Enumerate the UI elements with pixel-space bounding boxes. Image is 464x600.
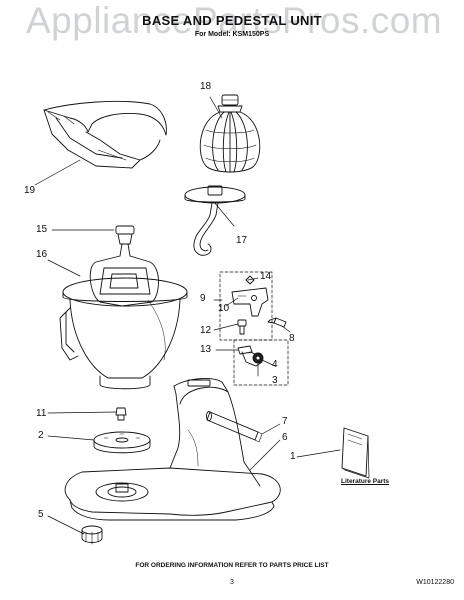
page-subtitle: For Model: KSM150PS [194, 31, 270, 38]
callout-3: 3 [272, 375, 278, 386]
callout-6: 6 [282, 432, 288, 443]
callout-10: 10 [218, 303, 230, 314]
callout-2: 2 [38, 430, 44, 441]
foot-part [81, 525, 103, 545]
ordering-info-footer: FOR ORDERING INFORMATION REFER TO PARTS … [135, 562, 329, 569]
page-title: BASE AND PEDESTAL UNIT [142, 13, 322, 28]
callout-8: 8 [289, 333, 295, 344]
callout-15: 15 [36, 224, 48, 235]
leader-lines [34, 96, 341, 535]
callout-1: 1 [290, 451, 296, 462]
callout-5: 5 [38, 509, 44, 520]
bowl-lift-assembly [233, 339, 289, 386]
screw-part [237, 319, 247, 335]
pin-part [267, 317, 287, 328]
callout-16: 16 [36, 249, 48, 260]
hinge-pin-part [206, 411, 263, 443]
pedestal-base-part [64, 378, 281, 521]
callout-11: 11 [36, 408, 47, 419]
callout-12: 12 [200, 325, 212, 336]
clamping-plate-part [93, 431, 151, 454]
wire-whip-part [199, 94, 261, 173]
callout-17: 17 [236, 235, 248, 246]
literature-label: Literature Parts [341, 478, 390, 485]
callout-18: 18 [200, 81, 212, 92]
callout-9: 9 [200, 293, 206, 304]
spacer-part [115, 407, 127, 421]
mixing-bowl-part [59, 277, 188, 390]
callout-7: 7 [282, 416, 288, 427]
document-number: W10122280 [416, 579, 454, 586]
callout-4: 4 [272, 359, 278, 370]
callout-14: 14 [260, 271, 272, 282]
pouring-shield-part [43, 100, 167, 169]
callout-13: 13 [200, 344, 212, 355]
page-number: 3 [230, 579, 234, 586]
flat-beater-part [89, 225, 159, 307]
literature-part [341, 427, 370, 479]
callout-19: 19 [24, 185, 36, 196]
